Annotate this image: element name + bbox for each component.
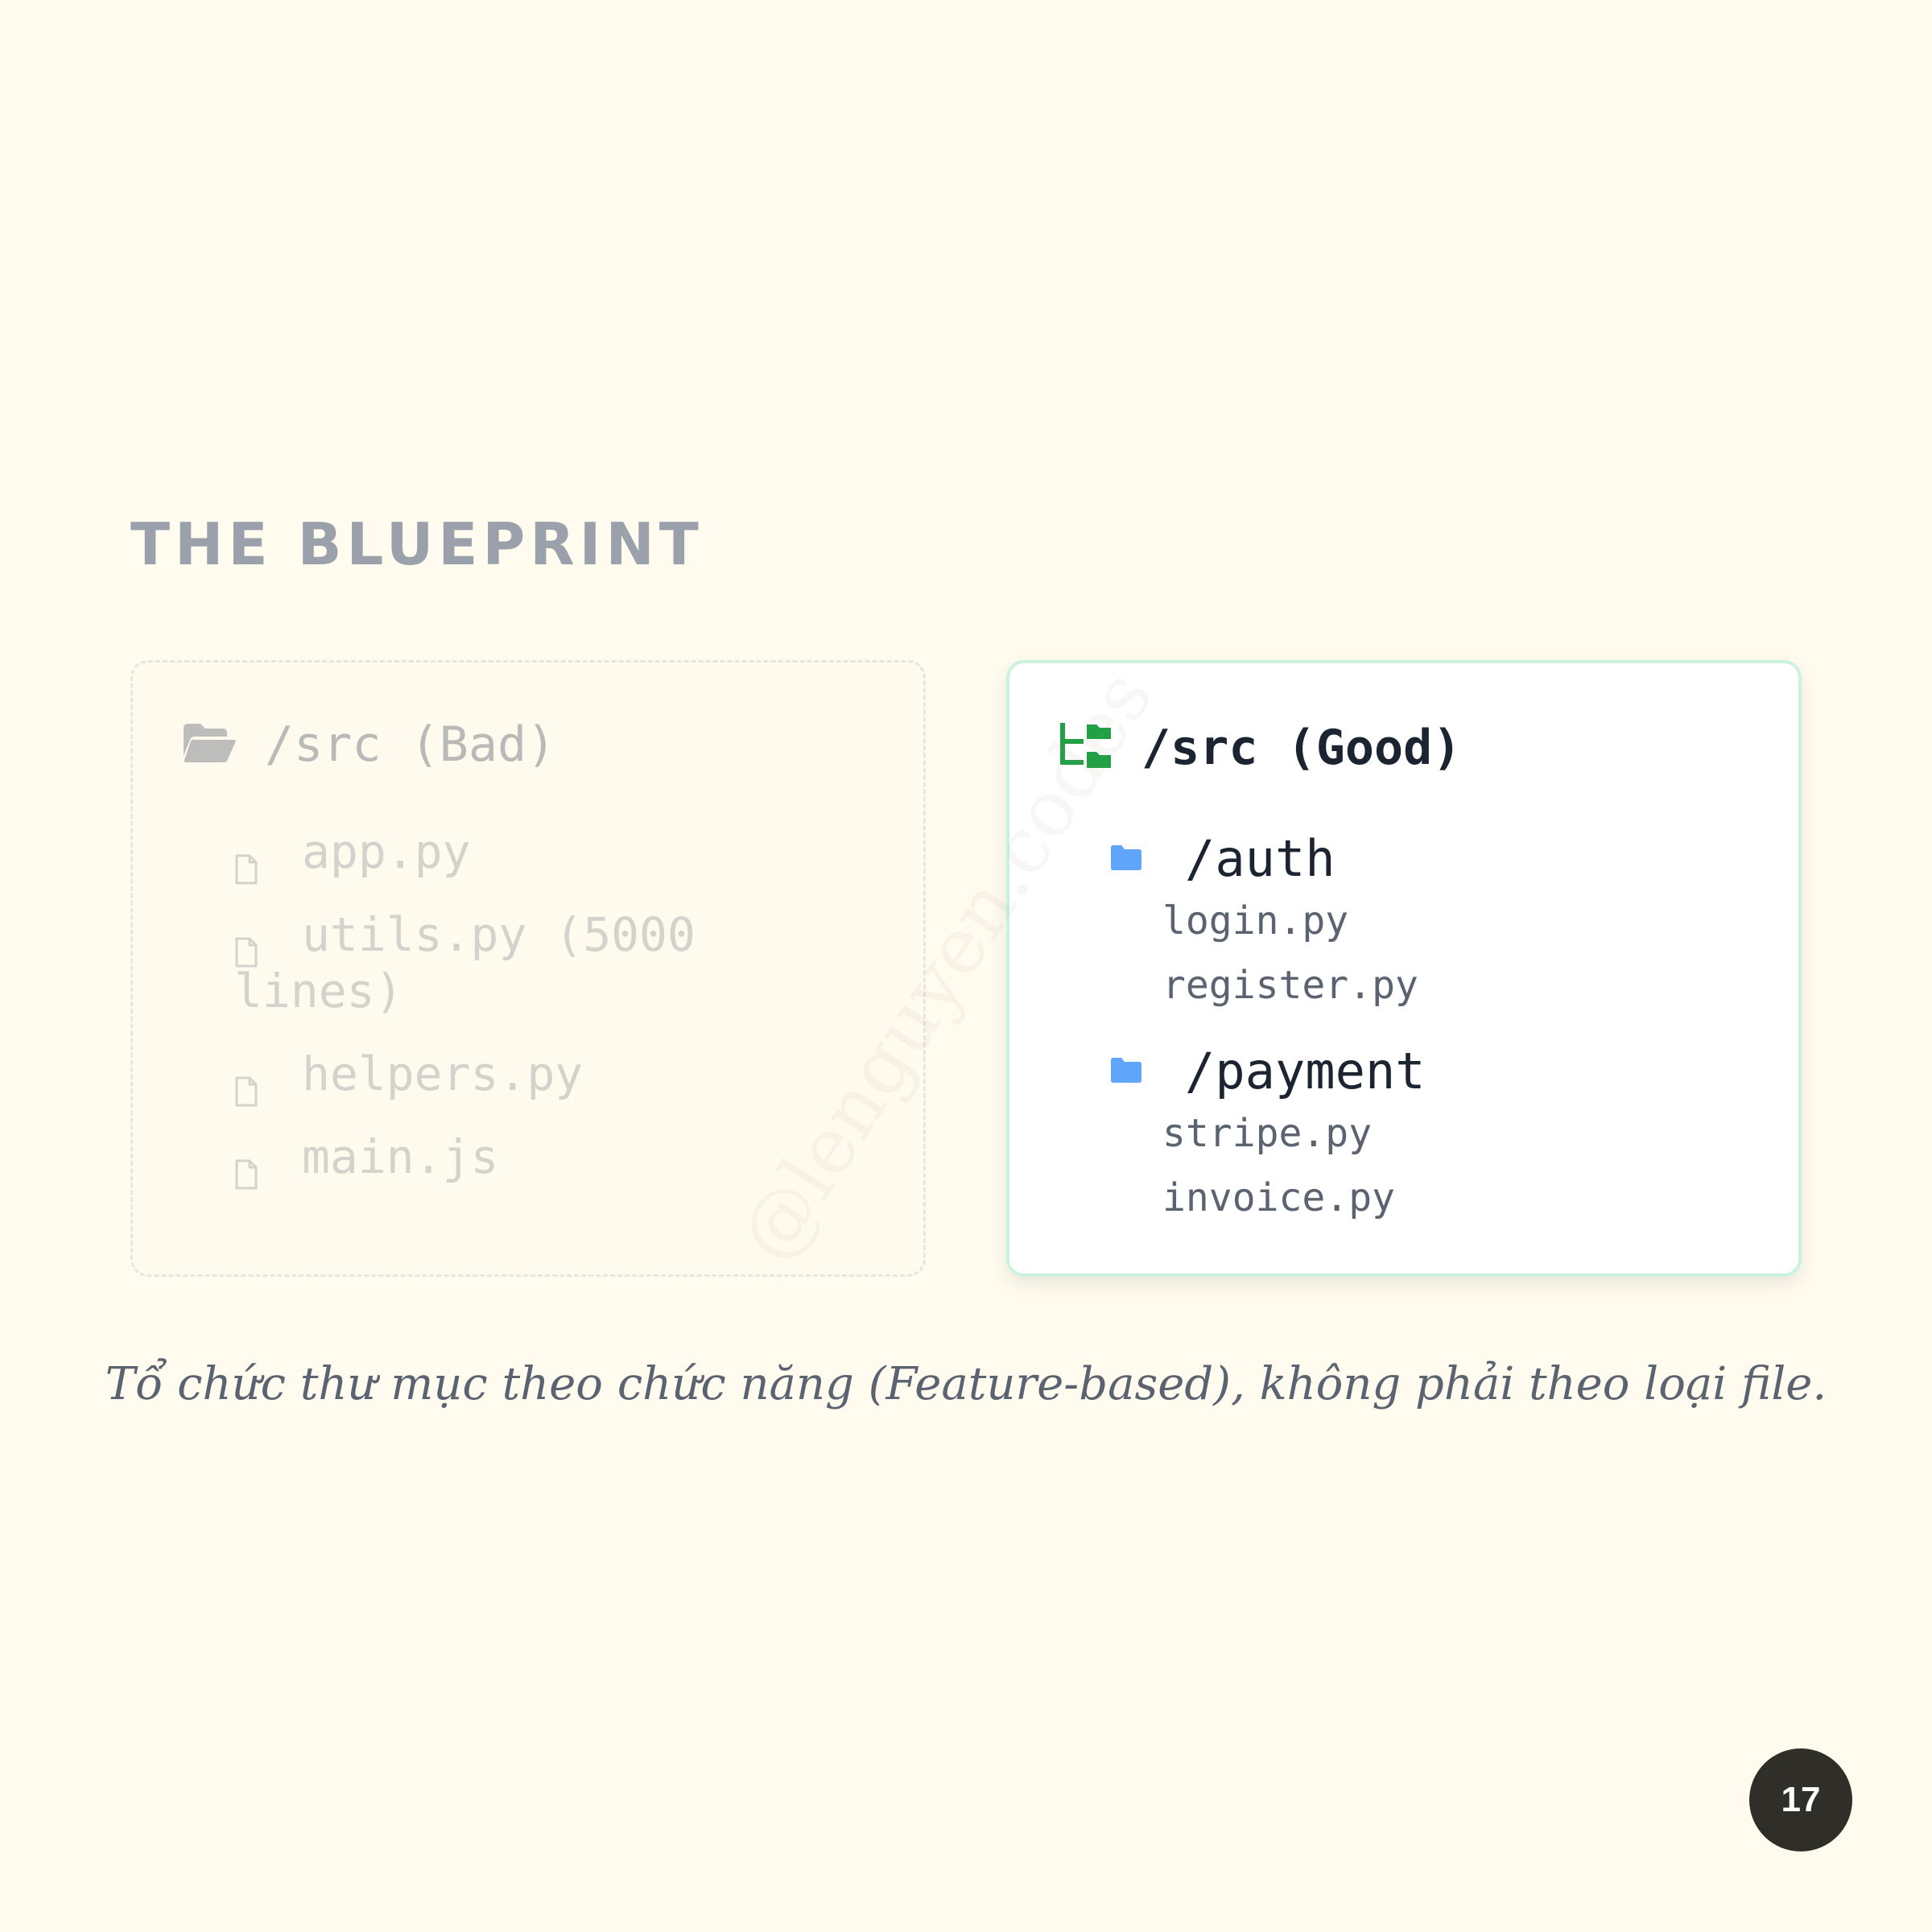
file-name: app.py — [302, 824, 471, 879]
caption: Tổ chức thư mục theo chức năng (Feature-… — [105, 1358, 1827, 1410]
folder-name: /auth — [1185, 829, 1335, 888]
list-item: main.js — [234, 1129, 749, 1190]
bad-structure-card: /src (Bad) app.py utils.py (5000 lines) … — [130, 660, 926, 1277]
folder-icon — [1109, 843, 1143, 875]
file-entry: login.py — [1162, 898, 1349, 943]
bad-card-title: /src (Bad) — [265, 716, 556, 773]
good-card-header: /src (Good) — [1058, 721, 1461, 774]
folder-tree-icon — [1058, 721, 1114, 774]
file-name: main.js — [302, 1129, 499, 1184]
folder-name: /payment — [1185, 1042, 1426, 1100]
list-item: utils.py (5000 lines) — [234, 906, 749, 1019]
folder-auth: /auth — [1109, 834, 1335, 884]
bad-file-list: app.py utils.py (5000 lines) helpers.py … — [234, 824, 749, 1212]
folder-payment: /payment — [1109, 1046, 1426, 1096]
folder-icon — [1109, 1055, 1143, 1088]
page-number-badge: 17 — [1749, 1748, 1852, 1852]
file-entry: invoice.py — [1162, 1175, 1395, 1220]
file-icon — [234, 841, 258, 898]
open-folder-icon — [181, 720, 237, 769]
page-title: THE BLUEPRINT — [130, 510, 704, 578]
list-item: helpers.py — [234, 1046, 749, 1107]
good-card-title: /src (Good) — [1141, 720, 1462, 776]
file-name: helpers.py — [302, 1046, 584, 1101]
bad-card-header: /src (Bad) — [181, 720, 555, 769]
good-structure-card: /src (Good) /auth login.py register.py /… — [1006, 660, 1802, 1277]
list-item: app.py — [234, 824, 749, 885]
file-entry: stripe.py — [1162, 1111, 1373, 1156]
file-icon — [234, 1146, 258, 1203]
file-icon — [234, 924, 258, 980]
file-icon — [234, 1063, 258, 1120]
file-name: utils.py (5000 lines) — [234, 907, 696, 1018]
file-entry: register.py — [1162, 963, 1418, 1008]
